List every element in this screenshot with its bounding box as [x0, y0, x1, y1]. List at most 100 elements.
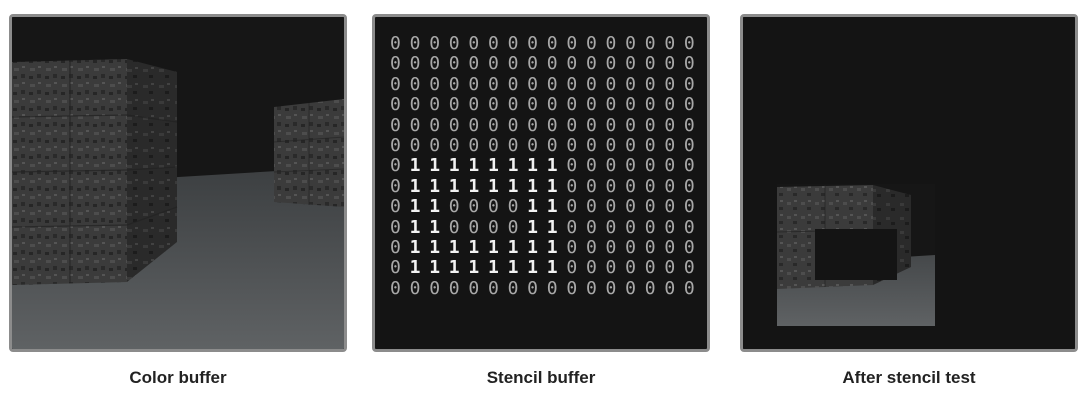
after-stencil-scene [743, 17, 1075, 349]
stencil-cell: 0 [605, 53, 618, 75]
stencil-cell: 0 [429, 94, 442, 116]
stencil-cell: 1 [429, 236, 442, 258]
stencil-cell: 1 [429, 175, 442, 197]
stencil-cell: 0 [683, 73, 696, 95]
stencil-cell: 0 [566, 277, 579, 299]
stencil-cell: 0 [644, 94, 657, 116]
stencil-cell: 0 [507, 94, 520, 116]
stencil-cell: 0 [683, 134, 696, 156]
stencil-cell: 0 [683, 216, 696, 238]
stencil-cell: 0 [644, 73, 657, 95]
color-buffer-scene [12, 17, 344, 349]
stencil-cell: 0 [390, 216, 402, 238]
stencil-cell: 0 [566, 73, 579, 95]
stencil-cell: 0 [527, 134, 540, 156]
stencil-cell: 0 [644, 175, 657, 197]
stencil-cell: 1 [546, 236, 559, 258]
stencil-cell: 1 [468, 155, 481, 177]
stencil-cell: 0 [429, 73, 442, 95]
stencil-cell: 0 [527, 33, 540, 54]
stencil-cell: 1 [429, 216, 442, 238]
stencil-cell: 0 [507, 73, 520, 95]
stencil-cell: 1 [448, 257, 461, 279]
stencil-cell: 0 [664, 257, 677, 279]
stencil-cell: 0 [390, 236, 402, 258]
stencil-cell: 0 [683, 175, 696, 197]
stencil-cell: 0 [546, 33, 559, 54]
stencil-cell: 0 [566, 53, 579, 75]
stencil-cell: 0 [487, 73, 500, 95]
stencil-cell: 0 [566, 236, 579, 258]
stencil-cell: 0 [468, 94, 481, 116]
stencil-cell: 1 [409, 175, 422, 197]
stencil-cell: 0 [644, 155, 657, 177]
stencil-cell: 0 [429, 33, 442, 54]
stencil-cell: 0 [448, 94, 461, 116]
stencil-cell: 0 [448, 53, 461, 75]
stencil-cell: 0 [683, 236, 696, 258]
stencil-cell: 1 [468, 236, 481, 258]
stencil-cell: 1 [409, 216, 422, 238]
stencil-cell: 0 [468, 196, 481, 218]
stencil-cell: 0 [448, 114, 461, 136]
stencil-cell: 0 [546, 114, 559, 136]
stencil-cell: 0 [487, 94, 500, 116]
stencil-cell: 0 [409, 114, 422, 136]
stencil-cell: 1 [448, 236, 461, 258]
stencil-cell: 0 [468, 73, 481, 95]
stencil-cell: 0 [644, 196, 657, 218]
stencil-cell: 0 [585, 94, 598, 116]
stencil-cell: 0 [390, 196, 402, 218]
stencil-cell: 1 [507, 257, 520, 279]
stencil-cell: 0 [605, 236, 618, 258]
stencil-cell: 1 [546, 257, 559, 279]
stencil-cell: 0 [625, 155, 638, 177]
stencil-cell: 0 [644, 257, 657, 279]
stencil-cell: 0 [527, 114, 540, 136]
stencil-cell: 1 [409, 155, 422, 177]
stencil-cell: 1 [546, 175, 559, 197]
stencil-cell: 0 [409, 277, 422, 299]
stencil-cell: 1 [507, 155, 520, 177]
stencil-cell: 0 [664, 175, 677, 197]
stencil-cell: 0 [566, 134, 579, 156]
stencil-cell: 0 [625, 196, 638, 218]
stencil-cell: 1 [429, 155, 442, 177]
stencil-cell: 0 [625, 134, 638, 156]
stencil-cell: 0 [625, 94, 638, 116]
stencil-cell: 0 [585, 33, 598, 54]
stencil-cell: 0 [605, 216, 618, 238]
stencil-cell: 0 [605, 94, 618, 116]
stencil-cell: 0 [390, 73, 402, 95]
stencil-cell: 0 [664, 236, 677, 258]
stencil-cell: 0 [605, 114, 618, 136]
stencil-cell: 0 [664, 53, 677, 75]
stencil-cell: 0 [625, 216, 638, 238]
after-stencil-panel [740, 14, 1078, 352]
stencil-cell: 0 [605, 33, 618, 54]
stencil-cell: 0 [625, 236, 638, 258]
stencil-cell: 0 [585, 114, 598, 136]
stencil-cell: 0 [390, 155, 402, 177]
stencil-cell: 0 [585, 175, 598, 197]
stencil-cell: 0 [487, 216, 500, 238]
stencil-cell: 0 [527, 277, 540, 299]
stencil-cell: 0 [487, 196, 500, 218]
stencil-cell: 0 [585, 257, 598, 279]
stencil-cell: 0 [527, 94, 540, 116]
stencil-cell: 0 [664, 94, 677, 116]
stencil-cell: 0 [644, 216, 657, 238]
stencil-cell: 0 [448, 277, 461, 299]
stencil-cell: 1 [448, 155, 461, 177]
stencil-cell: 0 [448, 33, 461, 54]
color-buffer-panel [9, 14, 347, 352]
stencil-cell: 0 [664, 277, 677, 299]
stencil-cell: 0 [664, 216, 677, 238]
